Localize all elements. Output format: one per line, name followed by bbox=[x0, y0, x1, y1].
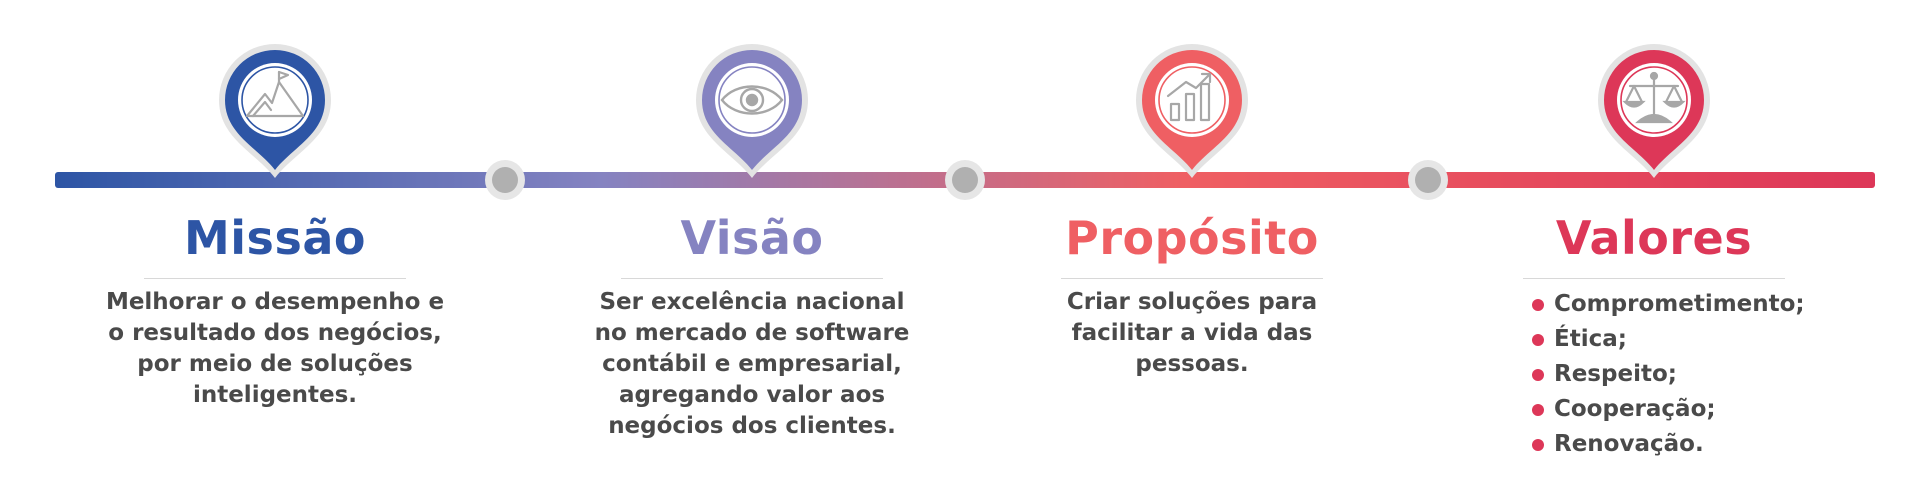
map-pin-valores bbox=[1598, 44, 1710, 178]
section-valores: Valores Comprometimento; Ética; Respeito… bbox=[1474, 206, 1834, 462]
title-divider bbox=[621, 278, 883, 279]
bullet-dot bbox=[1532, 439, 1544, 451]
values-list: Comprometimento; Ética; Respeito; Cooper… bbox=[1530, 287, 1830, 462]
section-title-proposito: Propósito bbox=[1065, 211, 1319, 265]
map-pin-visao bbox=[696, 44, 808, 178]
list-item: Renovação. bbox=[1530, 427, 1830, 462]
list-item-text: Ética; bbox=[1554, 326, 1627, 352]
title-divider bbox=[1061, 278, 1323, 279]
timeline-node bbox=[485, 160, 525, 200]
map-pin-missao bbox=[219, 44, 331, 178]
list-item-text: Renovação. bbox=[1554, 431, 1704, 457]
section-title-visao: Visão bbox=[680, 211, 824, 265]
mountain-flag-icon bbox=[245, 70, 305, 118]
list-item-text: Comprometimento; bbox=[1554, 291, 1805, 317]
eye-icon bbox=[720, 85, 784, 115]
section-title-missao: Missão bbox=[184, 211, 366, 265]
title-divider bbox=[1523, 278, 1785, 279]
section-text-proposito: Criar soluções para facilitar a vida das… bbox=[1066, 289, 1318, 377]
bullet-dot bbox=[1532, 334, 1544, 346]
section-title-valores: Valores bbox=[1555, 211, 1753, 265]
list-item: Cooperação; bbox=[1530, 392, 1830, 427]
title-divider bbox=[144, 278, 406, 279]
list-item: Ética; bbox=[1530, 322, 1830, 357]
list-item-text: Cooperação; bbox=[1554, 396, 1716, 422]
timeline-node bbox=[945, 160, 985, 200]
list-item-text: Respeito; bbox=[1554, 361, 1677, 387]
section-visao: Visão Ser excelência nacional no mercado… bbox=[572, 206, 932, 442]
section-proposito: Propósito Criar soluções para facilitar … bbox=[1012, 206, 1372, 380]
list-item: Comprometimento; bbox=[1530, 287, 1830, 322]
bullet-dot bbox=[1532, 404, 1544, 416]
bullet-dot bbox=[1532, 299, 1544, 311]
map-pin-proposito bbox=[1136, 44, 1248, 178]
bullet-dot bbox=[1532, 369, 1544, 381]
growth-chart-icon bbox=[1166, 72, 1212, 122]
scales-icon bbox=[1622, 71, 1686, 124]
section-text-missao: Melhorar o desempenho e o resultado dos … bbox=[105, 289, 445, 408]
section-text-visao: Ser excelência nacional no mercado de so… bbox=[594, 289, 910, 439]
section-missao: Missão Melhorar o desempenho e o resulta… bbox=[95, 206, 455, 411]
timeline-node bbox=[1408, 160, 1448, 200]
list-item: Respeito; bbox=[1530, 357, 1830, 392]
